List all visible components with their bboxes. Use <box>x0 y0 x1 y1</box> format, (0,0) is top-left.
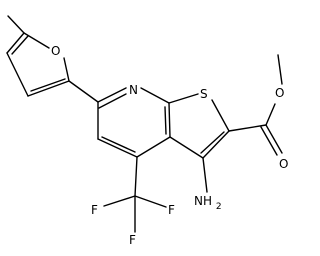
bond <box>168 102 171 138</box>
bond <box>103 195 136 207</box>
bond <box>30 78 66 92</box>
bond <box>265 103 276 126</box>
bond <box>228 124 267 132</box>
pyridine-nitrogen-label: N <box>129 83 138 97</box>
ester-oxygen-label: O <box>275 86 284 100</box>
bond <box>200 131 225 154</box>
bonds <box>6 15 283 233</box>
carbonyl-oxygen-label: O <box>279 157 288 171</box>
bond <box>68 80 99 103</box>
bond <box>134 156 138 197</box>
bond <box>169 136 204 159</box>
bond <box>260 126 278 156</box>
atom-labels: O N S O O NH 2 F F F <box>51 44 288 247</box>
fluorine-left-label: F <box>91 203 98 217</box>
bond <box>23 32 50 49</box>
bond <box>97 138 138 158</box>
molecule-diagram: O N S O O NH 2 F F F <box>6 15 288 247</box>
bond <box>6 32 25 54</box>
bond <box>168 93 199 104</box>
amino-text: NH <box>194 194 212 208</box>
bond <box>164 106 167 135</box>
bond <box>265 124 283 154</box>
furan-oxygen-label: O <box>51 44 60 58</box>
bond <box>136 136 171 158</box>
bond <box>211 99 230 132</box>
bond <box>140 87 170 104</box>
amino-label: NH 2 <box>194 194 222 212</box>
fluorine-right-label: F <box>168 203 175 217</box>
bond <box>277 54 283 85</box>
thiophene-sulfur-label: S <box>200 87 208 101</box>
bond <box>11 35 29 55</box>
bond <box>6 52 29 97</box>
bond <box>202 130 230 159</box>
amino-subscript: 2 <box>216 202 222 212</box>
bond <box>63 57 70 82</box>
bond <box>202 157 208 193</box>
bond <box>97 87 127 103</box>
bond <box>7 15 25 34</box>
bond <box>98 93 127 109</box>
bond <box>27 80 70 97</box>
fluorine-center-label: F <box>129 233 136 247</box>
bond <box>134 195 167 208</box>
bond <box>101 136 136 153</box>
